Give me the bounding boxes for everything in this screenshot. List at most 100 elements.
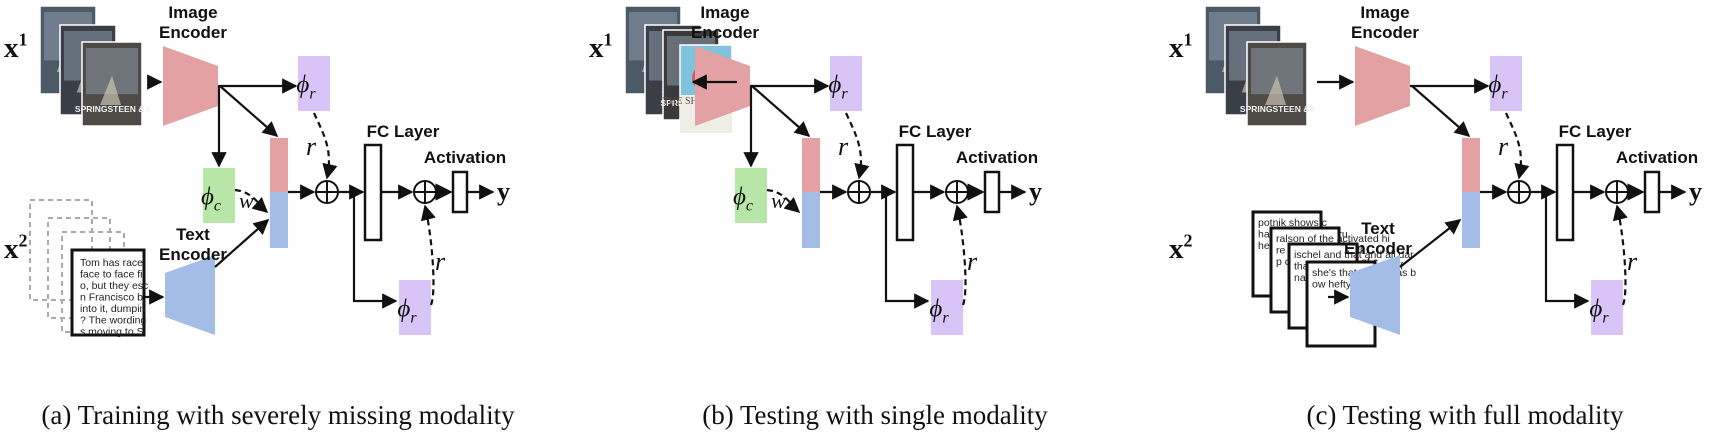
image-encoder-label-line-1: Image — [168, 3, 217, 22]
x1-label: x1 — [1169, 29, 1193, 64]
branch-to-phi-r-bottom — [1544, 192, 1590, 309]
x1-label: x1 — [589, 29, 613, 64]
r-label-bottom: r — [1627, 247, 1638, 276]
text-encoder-label-line-1: Text — [176, 225, 210, 244]
text-feature — [1462, 192, 1480, 248]
image-encoder — [163, 46, 218, 126]
phi-c-to-text-feature-dashed — [766, 188, 801, 214]
text-encoder — [165, 255, 215, 335]
phi-r-bottom — [1591, 280, 1623, 335]
add-circle-1 — [1507, 180, 1531, 204]
activation-label: Activation — [1616, 148, 1698, 167]
phi-r-bottom-to-add-dashed — [420, 204, 436, 306]
y-label: y — [1689, 177, 1702, 206]
r-label-bottom: r — [967, 247, 978, 276]
image-feature — [802, 138, 820, 192]
activation-box — [451, 170, 469, 214]
phi-r-to-add-dashed — [312, 112, 338, 180]
text-doc-line: ? The wording — [80, 315, 147, 327]
text-encoder-label-line-1: Text — [1361, 219, 1395, 238]
text-encoder-to-feature-arrow — [214, 218, 270, 268]
caption: (b) Testing with single modality — [702, 400, 1048, 430]
x1-label: x1 — [4, 29, 28, 64]
fc-layer-label: FC Layer — [367, 122, 440, 141]
x2-label: x2 — [4, 230, 28, 265]
text-encoder — [1350, 255, 1400, 335]
text-doc-line: Tom has race — [80, 257, 143, 269]
phi-r-to-add-dashed — [1504, 112, 1530, 180]
image-encoder-label-line-2: Encoder — [691, 23, 759, 42]
branch-to-phi-r-bottom — [352, 192, 398, 309]
image-feature — [270, 138, 288, 192]
x2-label: x2 — [1169, 230, 1193, 265]
r-label-top: r — [1498, 132, 1509, 161]
text-doc-line: s moving to S — [80, 326, 144, 338]
activation-box — [983, 170, 1001, 214]
text-feature — [802, 192, 820, 248]
phi-r-bottom-to-add-dashed — [1612, 204, 1628, 306]
text-doc-line: into it, dumpin — [80, 303, 146, 315]
phi-r-to-add-dashed — [844, 112, 870, 180]
w-label: w — [771, 188, 786, 213]
fc-layer-label: FC Layer — [1559, 122, 1632, 141]
phi-r-bottom — [931, 280, 963, 335]
text-doc-line: ischel and that and all dar — [1294, 249, 1414, 261]
panel-b: x1SPRINGSTEENTHE SHORT GAMEImageEncoderϕ… — [589, 3, 1048, 430]
phi-r-top — [1490, 56, 1522, 111]
fc-layer — [895, 143, 915, 242]
activation-label: Activation — [956, 148, 1038, 167]
activation-box — [1643, 170, 1661, 214]
fc-layer — [1555, 143, 1575, 242]
phi-r-bottom — [399, 280, 431, 335]
image-encoder-label-line-1: Image — [1360, 3, 1409, 22]
phi-r-bottom-to-add-dashed — [952, 204, 968, 306]
image-encoder — [1355, 46, 1410, 126]
image-encoder-label-line-2: Encoder — [1351, 23, 1419, 42]
add-circle-1 — [847, 180, 871, 204]
text-doc-line: face to face fi — [80, 269, 142, 281]
phi-c — [735, 168, 767, 223]
image-encoder-label-line-2: Encoder — [159, 23, 227, 42]
svg-text:SPRINGSTEEN & I: SPRINGSTEEN & I — [1240, 104, 1314, 114]
phi-r-top — [298, 56, 330, 111]
caption: (c) Testing with full modality — [1306, 400, 1624, 430]
r-label-top: r — [306, 132, 317, 161]
caption: (a) Training with severely missing modal… — [41, 400, 515, 430]
encoder-to-image-feature-arrow — [1411, 85, 1471, 138]
text-encoder-to-feature-arrow — [1399, 219, 1462, 268]
text-doc-line: ralson of the activated hi — [1276, 233, 1390, 245]
fc-layer — [363, 143, 383, 242]
text-doc-line: potnik shows c — [1258, 217, 1327, 229]
add-circle-2 — [1605, 180, 1629, 204]
text-doc-line: n Francisco b — [80, 292, 143, 304]
w-label: w — [239, 188, 254, 213]
activation-label: Activation — [424, 148, 506, 167]
svg-text:SPRINGSTEEN & I: SPRINGSTEEN & I — [75, 104, 149, 114]
r-label-bottom: r — [435, 247, 446, 276]
y-label: y — [1029, 177, 1042, 206]
y-label: y — [497, 177, 510, 206]
text-doc-line: o, but they esc — [80, 280, 148, 292]
image-encoder — [695, 46, 750, 126]
phi-r-top — [830, 56, 862, 111]
add-circle-1 — [315, 180, 339, 204]
poster-front: SPRINGSTEEN & I — [75, 41, 149, 127]
add-circle-2 — [945, 180, 969, 204]
branch-to-phi-r-bottom — [884, 192, 930, 309]
phi-c — [203, 168, 235, 223]
image-feature — [1462, 138, 1480, 192]
encoder-to-image-feature-arrow — [751, 85, 811, 138]
poster-front: SPRINGSTEEN & I — [1240, 41, 1314, 127]
text-encoder-label-line-2: Encoder — [1344, 239, 1412, 258]
add-circle-2 — [413, 180, 437, 204]
r-label-top: r — [838, 132, 849, 161]
fc-layer-label: FC Layer — [899, 122, 972, 141]
text-encoder-label-line-2: Encoder — [159, 245, 227, 264]
phi-c-to-text-feature-dashed — [234, 188, 269, 214]
image-encoder-label-line-1: Image — [700, 3, 749, 22]
text-feature — [270, 192, 288, 248]
